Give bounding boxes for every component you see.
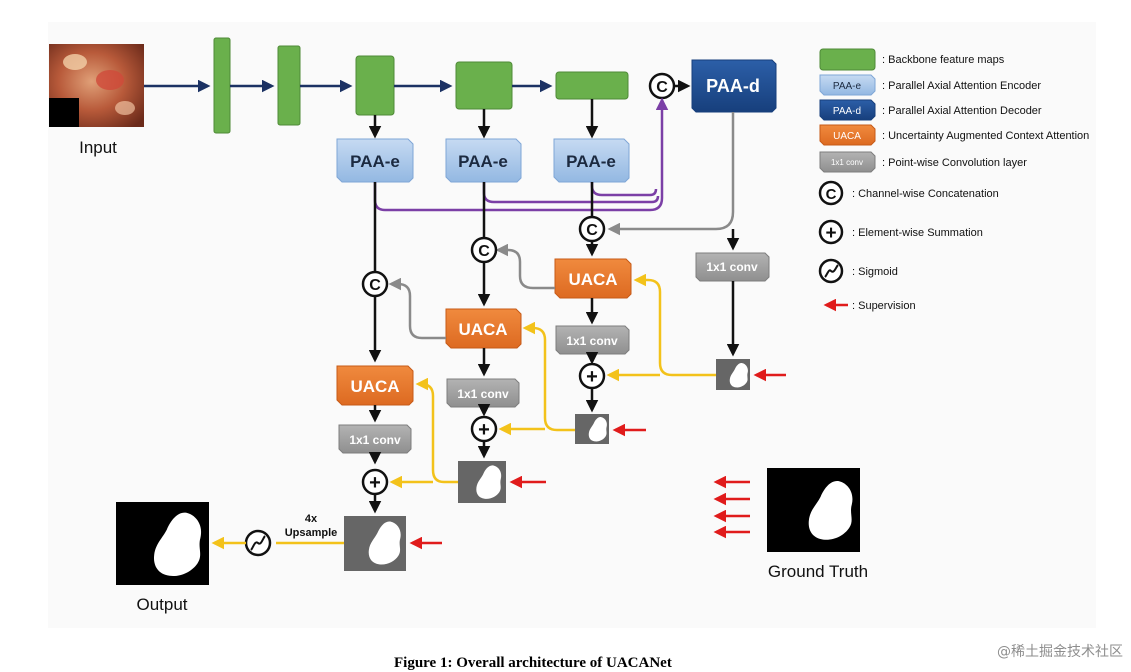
paa-e-block-1: PAA-e: [336, 138, 414, 183]
legend-text-backbone: : Backbone feature maps: [882, 54, 1005, 66]
conv-block-d: 1x1 conv: [695, 252, 770, 282]
output-label: Output: [136, 595, 187, 614]
upsample-label-line1: 4x: [305, 513, 318, 525]
yellow-path-mask-2-to-uaca-1: [415, 377, 458, 484]
backbone-feature-map-4: [455, 61, 513, 110]
uaca-block-2: UACA: [445, 308, 522, 349]
conv-label-3: 1x1 conv: [566, 334, 618, 348]
sigmoid-curve: [250, 535, 266, 551]
output-image: [116, 502, 209, 585]
legend-swatch-sum: +: [825, 223, 836, 244]
paa-d-block: [691, 59, 777, 113]
uaca-block-3: UACA: [554, 258, 632, 299]
concat-symbol-1: C: [369, 277, 381, 294]
paa-e-block-2: PAA-e: [445, 138, 522, 183]
gray-path-uaca-3-to-concat-2: [495, 243, 555, 290]
input-label: Input: [79, 138, 117, 157]
legend-text-paa-e: : Parallel Axial Attention Encoder: [882, 80, 1041, 92]
legend-item-concat: C : Channel-wise Concatenation: [818, 180, 999, 206]
legend-text-sum: : Element-wise Summation: [852, 227, 983, 239]
gray-path-paa-d-to-concat-3: [607, 112, 735, 236]
upsample-label-line2: Upsample: [285, 527, 338, 539]
uaca-label-2: UACA: [458, 320, 507, 339]
ground-truth-label: Ground Truth: [768, 562, 868, 581]
legend-text-uaca: : Uncertainty Augmented Context Attentio…: [882, 130, 1089, 142]
paa-e-label-1: PAA-e: [350, 152, 400, 171]
mask-output-2: [458, 461, 506, 503]
paa-e-block-3: PAA-e: [553, 138, 630, 183]
concat-symbol-2: C: [478, 243, 490, 260]
uaca-label-3: UACA: [568, 270, 617, 289]
backbone-feature-map-2: [277, 45, 301, 126]
sum-symbol-1: +: [369, 472, 381, 494]
legend-item-paa-e: PAA-e : Parallel Axial Attention Encoder: [819, 74, 1041, 96]
yellow-path-mask-d-to-uaca-3: [633, 273, 716, 377]
ground-truth-image: [767, 468, 860, 552]
sum-symbol-3: +: [586, 366, 598, 388]
mask-output-d: [716, 359, 750, 390]
uaca-block-1: UACA: [336, 365, 414, 406]
legend-swatch-paa-e: PAA-e: [833, 81, 862, 92]
legend-swatch-uaca: UACA: [833, 131, 861, 142]
mask-output-1: [344, 516, 406, 571]
conv-label-d: 1x1 conv: [706, 260, 758, 274]
input-image: [49, 44, 144, 127]
legend-swatch-paa-d: PAA-d: [833, 106, 861, 117]
backbone-feature-map-1: [213, 37, 231, 134]
legend-item-sum: + : Element-wise Summation: [818, 219, 983, 245]
yellow-path-mask-3-to-uaca-2: [522, 321, 575, 432]
uaca-label-1: UACA: [350, 377, 399, 396]
paa-e-label-3: PAA-e: [566, 152, 616, 171]
legend-item-supervision: : Supervision: [823, 298, 916, 312]
legend-text-paa-d: : Parallel Axial Attention Decoder: [882, 105, 1042, 117]
conv-label-1: 1x1 conv: [349, 433, 401, 447]
paa-d-label: PAA-d: [706, 76, 760, 96]
legend-swatch-conv: 1x1 conv: [831, 158, 863, 167]
gray-path-uaca-2-to-concat-1: [388, 277, 446, 340]
concat-symbol-3: C: [586, 222, 598, 239]
conv-label-2: 1x1 conv: [457, 387, 509, 401]
legend-swatch-concat: C: [826, 186, 837, 203]
legend-text-concat: : Channel-wise Concatenation: [852, 188, 999, 200]
legend: : Backbone feature maps PAA-e : Parallel…: [818, 48, 1089, 312]
backbone-feature-map-5: [555, 71, 629, 100]
legend-item-conv: 1x1 conv : Point-wise Convolution layer: [819, 151, 1027, 173]
paa-e-label-2: PAA-e: [458, 152, 508, 171]
backbone-feature-map-3: [355, 55, 395, 116]
concat-symbol-top: C: [656, 79, 668, 96]
watermark: @稀土掘金技术社区: [997, 644, 1123, 660]
legend-item-paa-d: PAA-d : Parallel Axial Attention Decoder: [819, 99, 1042, 121]
mask-output-3: [575, 414, 609, 444]
conv-block-1: 1x1 conv: [338, 424, 412, 454]
sum-symbol-2: +: [478, 419, 490, 441]
legend-item-uaca: UACA : Uncertainty Augmented Context Att…: [819, 124, 1089, 146]
conv-block-2: 1x1 conv: [446, 378, 520, 408]
conv-block-3: 1x1 conv: [555, 325, 630, 355]
legend-text-supervision: : Supervision: [852, 300, 916, 312]
figure-caption: Figure 1: Overall architecture of UACANe…: [394, 655, 672, 671]
legend-text-sigmoid: : Sigmoid: [852, 266, 898, 278]
legend-text-conv: : Point-wise Convolution layer: [882, 157, 1027, 169]
legend-item-sigmoid: : Sigmoid: [818, 258, 898, 284]
legend-item-backbone: : Backbone feature maps: [819, 48, 1005, 71]
